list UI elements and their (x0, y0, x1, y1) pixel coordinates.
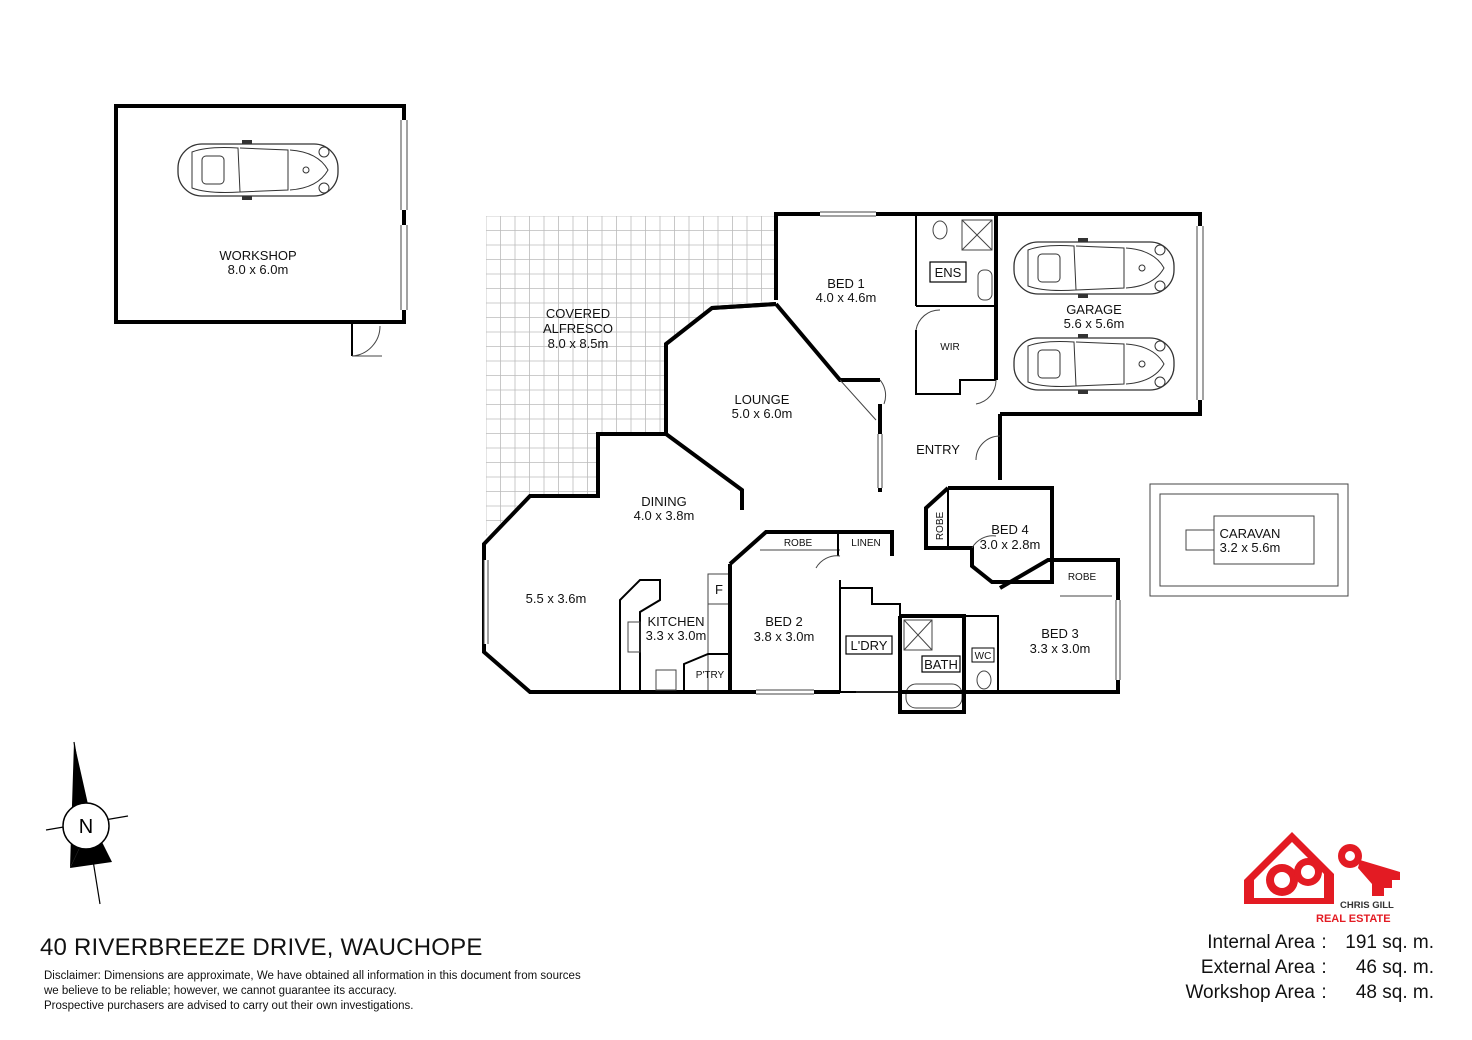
wc-label: WC (975, 651, 992, 662)
alfresco-dims: 8.0 x 8.5m (548, 336, 609, 351)
alfresco-name-2: ALFRESCO (543, 321, 613, 336)
pantry-label: P'TRY (696, 670, 725, 681)
caravan-name: CARAVAN (1220, 526, 1281, 541)
ens-label: ENS (935, 265, 962, 280)
laundry-label: L'DRY (851, 638, 888, 653)
area-value: 46 sq. m. (1355, 957, 1434, 978)
area-summary: Internal Area:191 sq. m. External Area:4… (1185, 930, 1434, 1005)
fridge-label: F (715, 582, 723, 597)
bed2-robe-label: ROBE (784, 538, 813, 549)
wir-label: WIR (940, 342, 959, 353)
garage-dims: 5.6 x 5.6m (1064, 316, 1125, 331)
disclaimer: Disclaimer: Dimensions are approximate, … (44, 969, 581, 1014)
garage-name: GARAGE (1066, 302, 1122, 317)
bed1-name: BED 1 (827, 276, 865, 291)
property-address: 40 RIVERBREEZE DRIVE, WAUCHOPE (40, 934, 483, 961)
bed3-dims: 3.3 x 3.0m (1030, 641, 1091, 656)
bed4-name: BED 4 (991, 522, 1029, 537)
workshop-name: WORKSHOP (219, 248, 296, 263)
area-row: Workshop Area:48 sq. m. (1185, 982, 1434, 1003)
kitchen-dims: 3.3 x 3.0m (646, 628, 707, 643)
bed1-dims: 4.0 x 4.6m (816, 290, 877, 305)
dining-dims: 4.0 x 3.8m (634, 508, 695, 523)
bed3-robe-label: ROBE (1068, 572, 1097, 583)
house-walls (482, 211, 1349, 714)
bed4-dims: 3.0 x 2.8m (980, 537, 1041, 552)
car-icon (1013, 237, 1175, 299)
alfresco-name-1: COVERED (546, 306, 610, 321)
workshop-dims: 8.0 x 6.0m (228, 262, 289, 277)
alfresco-grid (486, 216, 776, 536)
bed3-name: BED 3 (1041, 626, 1079, 641)
bath-label: BATH (924, 657, 958, 672)
area-row: Internal Area:191 sq. m. (1207, 932, 1434, 953)
north-compass: N (45, 741, 129, 905)
family-dims: 5.5 x 3.6m (526, 591, 587, 606)
dining-name: DINING (641, 494, 687, 509)
lounge-dims: 5.0 x 6.0m (732, 406, 793, 421)
disclaimer-line: Disclaimer: Dimensions are approximate, … (44, 970, 581, 982)
lounge-name: LOUNGE (735, 392, 790, 407)
area-label: External Area (1200, 957, 1315, 978)
bed2-name: BED 2 (765, 614, 803, 629)
disclaimer-line: we believe to be reliable; however, we c… (44, 985, 397, 997)
brand-logo: CHRIS GILL REAL ESTATE (1244, 832, 1400, 925)
room-labels: WORKSHOP 8.0 x 6.0m COVERED ALFRESCO 8.0… (219, 248, 1280, 681)
logo-line2: REAL ESTATE (1316, 913, 1391, 925)
workshop-building (114, 104, 408, 357)
compass-label: N (79, 816, 93, 838)
area-value: 191 sq. m. (1345, 932, 1434, 953)
area-label: Internal Area (1207, 932, 1315, 953)
bed2-dims: 3.8 x 3.0m (754, 629, 815, 644)
caravan-dims: 3.2 x 5.6m (1220, 540, 1281, 555)
logo-line1: CHRIS GILL (1340, 900, 1394, 911)
bed4-robe-label: ROBE (935, 512, 946, 541)
car-icon (177, 139, 339, 201)
area-value: 48 sq. m. (1355, 982, 1434, 1003)
area-label: Workshop Area (1185, 982, 1315, 1003)
kitchen-name: KITCHEN (647, 614, 704, 629)
area-row: External Area:46 sq. m. (1200, 957, 1434, 978)
entry-label: ENTRY (916, 442, 960, 457)
disclaimer-line: Prospective purchasers are advised to ca… (44, 1000, 414, 1012)
car-icon (1013, 333, 1175, 395)
linen-label: LINEN (851, 538, 880, 549)
